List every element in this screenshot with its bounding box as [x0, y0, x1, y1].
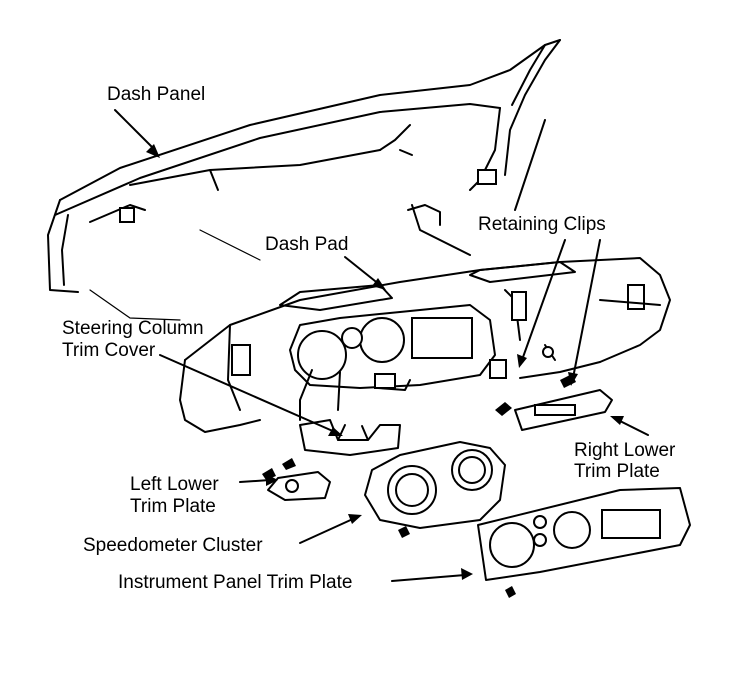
label-dash-pad: Dash Pad — [265, 234, 349, 255]
label-retaining-clips: Retaining Clips — [478, 214, 606, 235]
leader-lines — [114, 109, 649, 582]
label-right-lower-line2: Trim Plate — [574, 461, 660, 482]
label-dash-panel: Dash Panel — [107, 84, 206, 105]
instrument-panel-trim-plate-shape — [477, 487, 691, 598]
label-speedometer-cluster: Speedometer Cluster — [83, 535, 263, 556]
cluster-opening-shape — [289, 304, 556, 421]
label-right-lower-line1: Right Lower — [574, 440, 676, 461]
steering-column-trim-cover-shape — [299, 419, 401, 456]
dash-pad-shape — [179, 257, 671, 433]
speedometer-cluster-shape — [364, 441, 506, 538]
label-left-lower-line1: Left Lower — [130, 474, 219, 495]
right-lower-trim-plate-shape — [495, 374, 613, 431]
left-lower-trim-plate-shape — [262, 458, 331, 501]
label-steering-column-line1: Steering Column — [62, 318, 204, 339]
label-instrument-panel-trim-plate: Instrument Panel Trim Plate — [118, 572, 353, 593]
dash-panel-shape — [47, 39, 561, 321]
label-steering-column-line2: Trim Cover — [62, 340, 156, 361]
label-left-lower-line2: Trim Plate — [130, 496, 216, 517]
